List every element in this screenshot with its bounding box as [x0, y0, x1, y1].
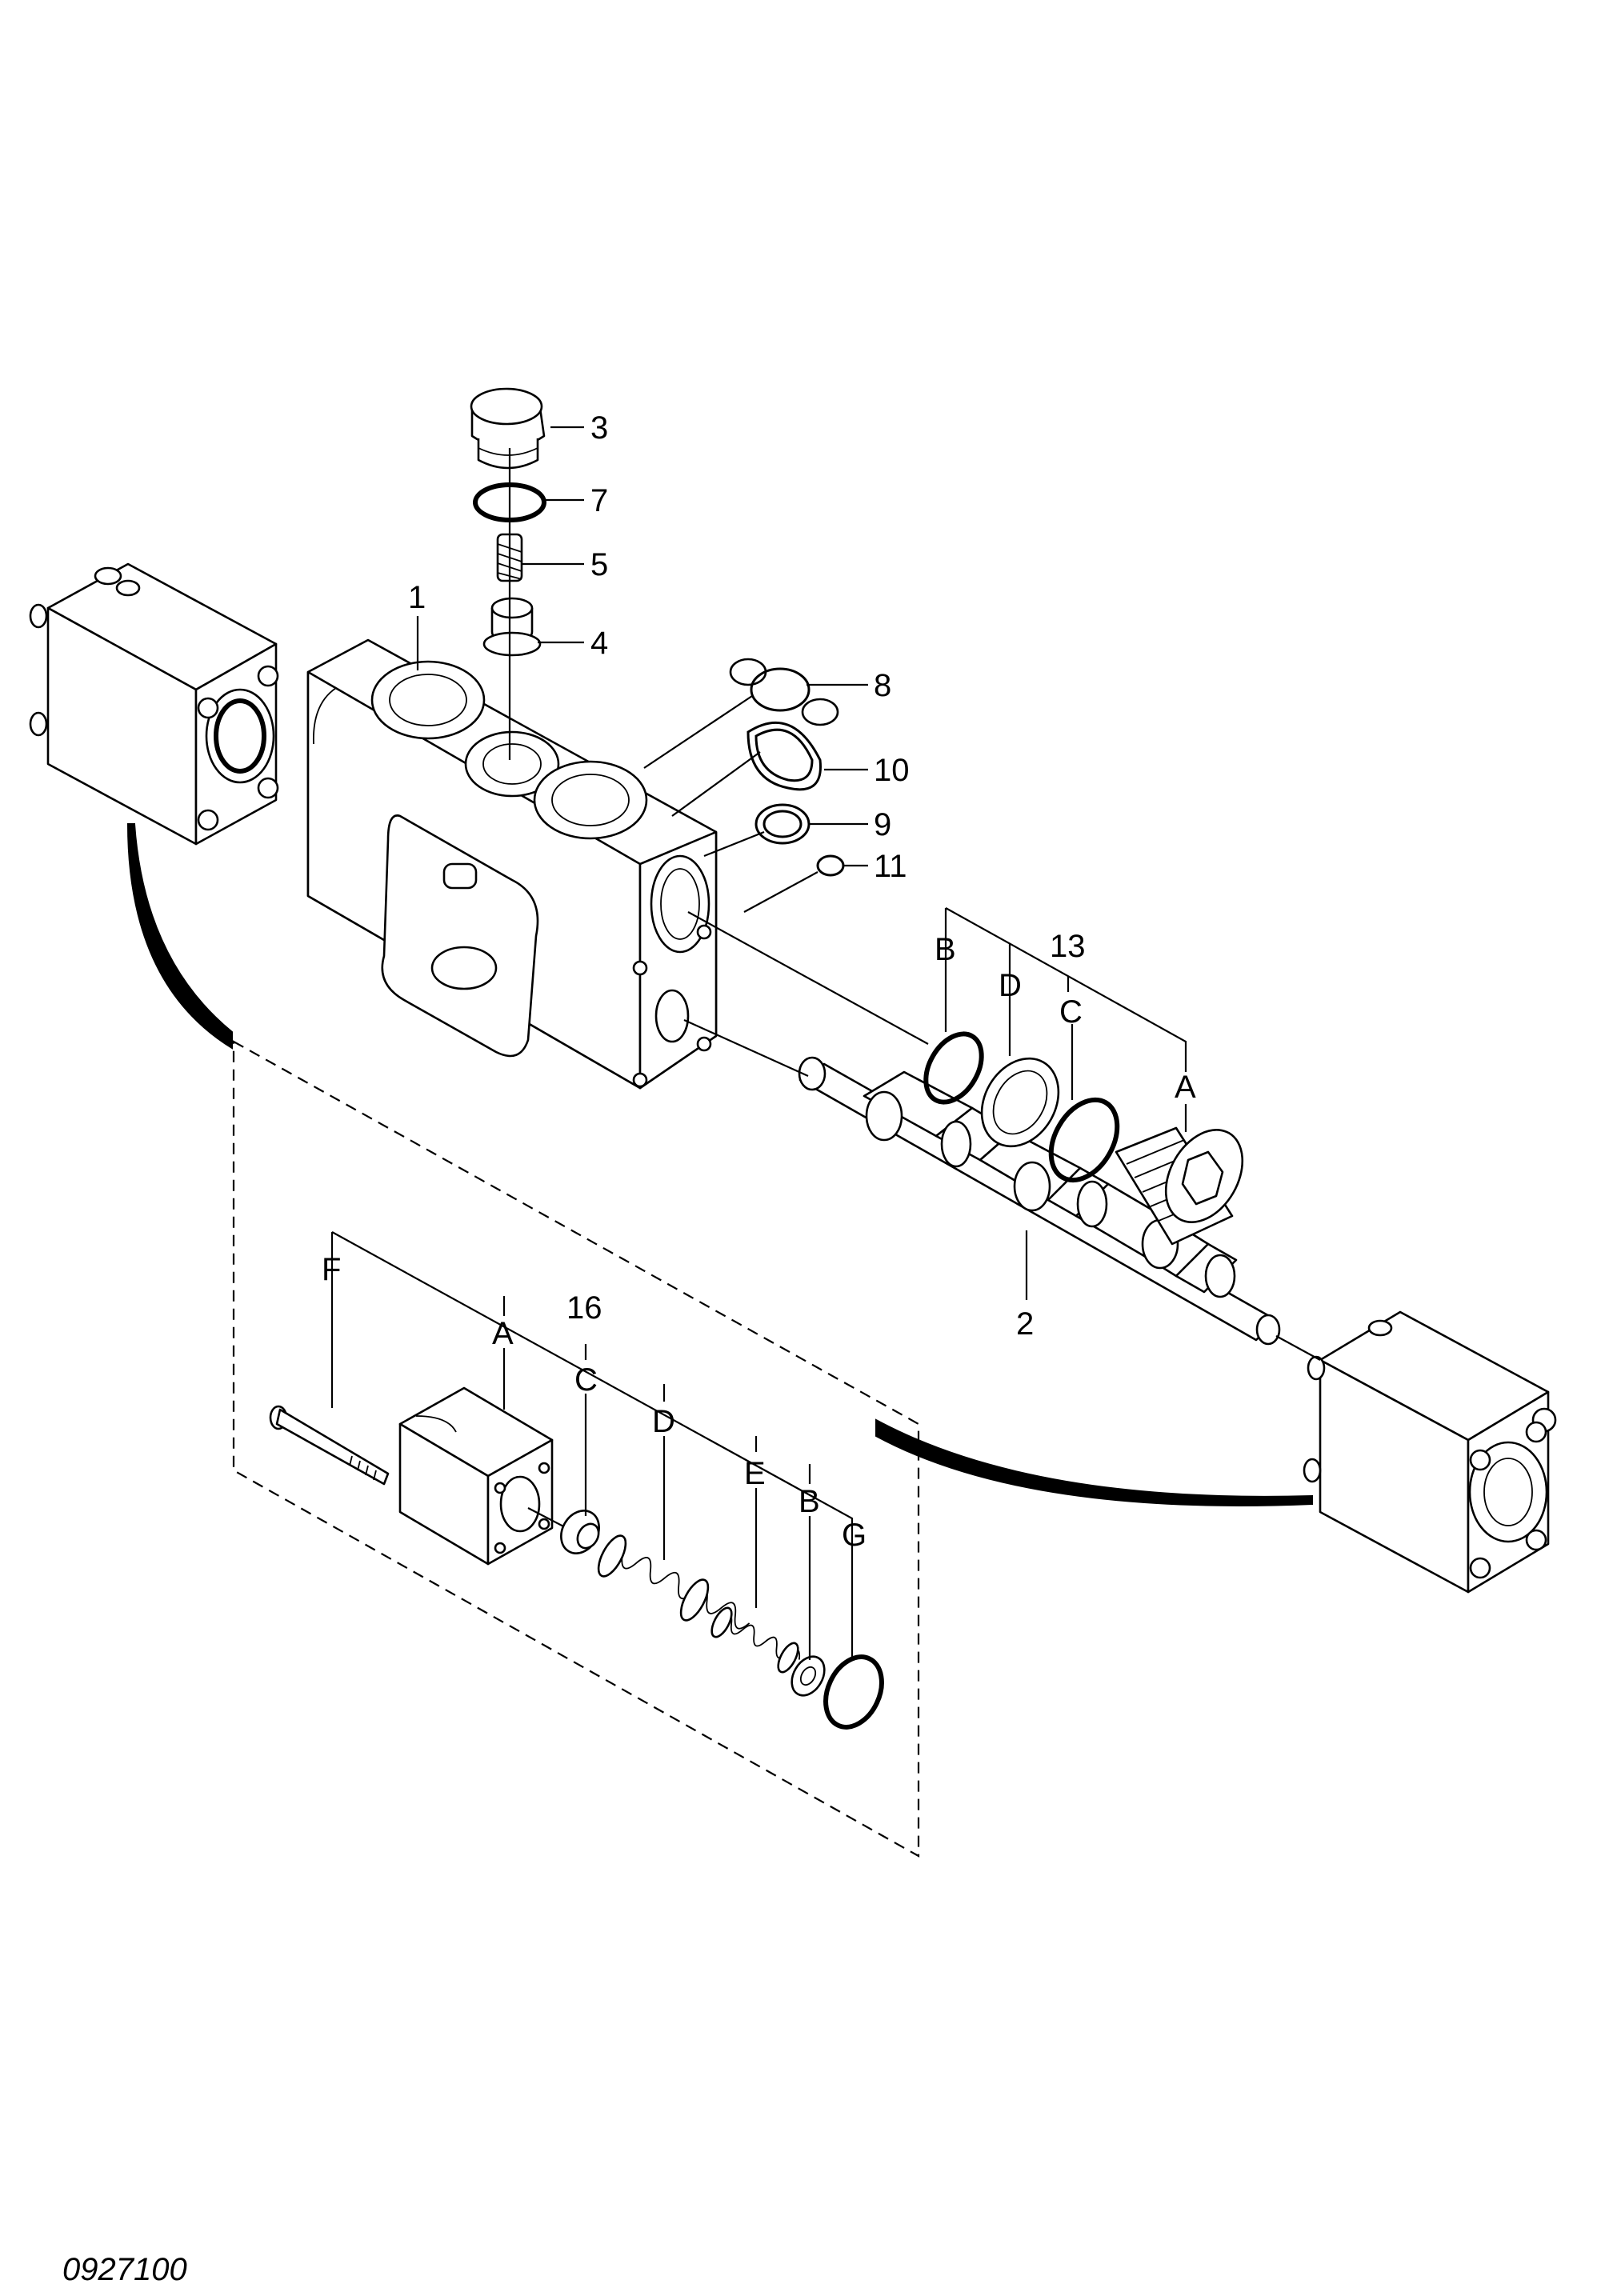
- kit16-part-G-o-ring: [823, 1654, 884, 1730]
- callout-11: 11: [874, 849, 907, 884]
- plug-part-3: [470, 387, 546, 470]
- callout-5: 5: [590, 547, 608, 582]
- callout-16: 16: [566, 1290, 602, 1326]
- seal-leader: [743, 871, 819, 913]
- seal-leader: [671, 751, 761, 817]
- seal-leader: [643, 695, 753, 769]
- right-end-cap: [1303, 1310, 1557, 1594]
- valve-body: [306, 638, 718, 1090]
- callout-13: 13: [1050, 929, 1086, 964]
- callout-8: 8: [874, 668, 891, 703]
- kit16-part-A-block: [398, 1386, 554, 1566]
- spool-part-2: [798, 1056, 1281, 1346]
- right-cap-axis: [1275, 1335, 1321, 1361]
- seal-part-11: [816, 854, 845, 877]
- connector-curve-left: [126, 823, 233, 1050]
- callout-2: 2: [1016, 1306, 1034, 1342]
- seal-leader: [703, 830, 765, 858]
- leader-lines: [330, 426, 1187, 1660]
- kit16-part-D-spring: [597, 1534, 750, 1630]
- kit13-part-C-o-ring: [1048, 1097, 1120, 1183]
- kit13-label-C: C: [1059, 994, 1083, 1030]
- kit13-part-D-backup-ring: [980, 1057, 1060, 1148]
- seal-part-9: [754, 803, 811, 845]
- kit16-label-E: E: [744, 1456, 766, 1491]
- kit13-part-A-plug: [1115, 1126, 1244, 1246]
- seal-part-8: [729, 658, 839, 726]
- spool-axis: [683, 1018, 809, 1078]
- poppet-part-4: [482, 597, 542, 657]
- kit16-part-B-washer: [790, 1655, 826, 1697]
- kit16-part-E-spring: [710, 1606, 801, 1674]
- left-end-cap: [29, 562, 279, 846]
- kit16-label-C: C: [574, 1362, 598, 1398]
- connector-curve-right: [875, 1418, 1313, 1506]
- callout-7: 7: [590, 483, 608, 518]
- dashed-detail-boundary: [232, 1040, 920, 1858]
- kit13-label-A: A: [1175, 1070, 1196, 1105]
- kit16-label-A: A: [492, 1316, 514, 1351]
- kit13-part-B-o-ring: [923, 1031, 984, 1105]
- callout-3: 3: [590, 410, 608, 446]
- callout-9: 9: [874, 807, 891, 842]
- kit16-label-F: F: [322, 1252, 341, 1287]
- kit16-label-B: B: [798, 1484, 820, 1519]
- callout-4: 4: [590, 626, 608, 661]
- seal-part-10: [746, 721, 822, 791]
- kit16-part-F-bolt: [269, 1405, 390, 1486]
- kit13-label-D: D: [999, 968, 1022, 1003]
- callout-1: 1: [408, 580, 426, 615]
- kit13-label-B: B: [935, 932, 956, 967]
- kit16-label-D: D: [652, 1404, 675, 1439]
- callout-10: 10: [874, 753, 910, 788]
- drawing-code: 0927100: [62, 2252, 187, 2287]
- kit13-axis: [687, 911, 929, 1045]
- kit16-label-G: G: [842, 1518, 867, 1553]
- kit16-part-C-retainer: [560, 1510, 600, 1554]
